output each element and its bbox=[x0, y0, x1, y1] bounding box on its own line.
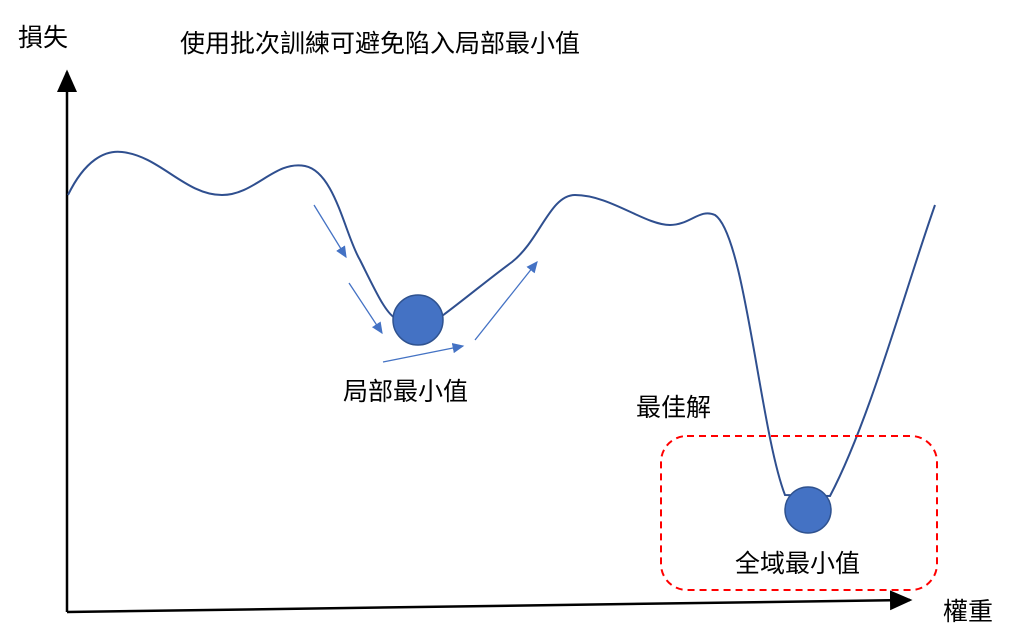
local-min-label: 局部最小值 bbox=[343, 377, 469, 406]
global-min-label: 全域最小值 bbox=[735, 549, 861, 578]
y-axis-label: 損失 bbox=[18, 23, 69, 52]
best-solution-label: 最佳解 bbox=[636, 393, 712, 422]
global-min-ball bbox=[784, 486, 832, 534]
x-axis bbox=[66, 590, 913, 614]
x-axis-label: 權重 bbox=[943, 597, 994, 626]
escape-arrow-1 bbox=[382, 342, 465, 363]
descent-arrow-1 bbox=[313, 204, 347, 259]
escape-arrow-2 bbox=[474, 260, 538, 341]
descent-arrow-2 bbox=[348, 282, 383, 335]
local-min-ball bbox=[392, 294, 444, 346]
best-solution-box bbox=[660, 435, 938, 591]
diagram-title: 使用批次訓練可避免陷入局部最小值 bbox=[180, 29, 581, 58]
loss-curve bbox=[67, 150, 936, 498]
